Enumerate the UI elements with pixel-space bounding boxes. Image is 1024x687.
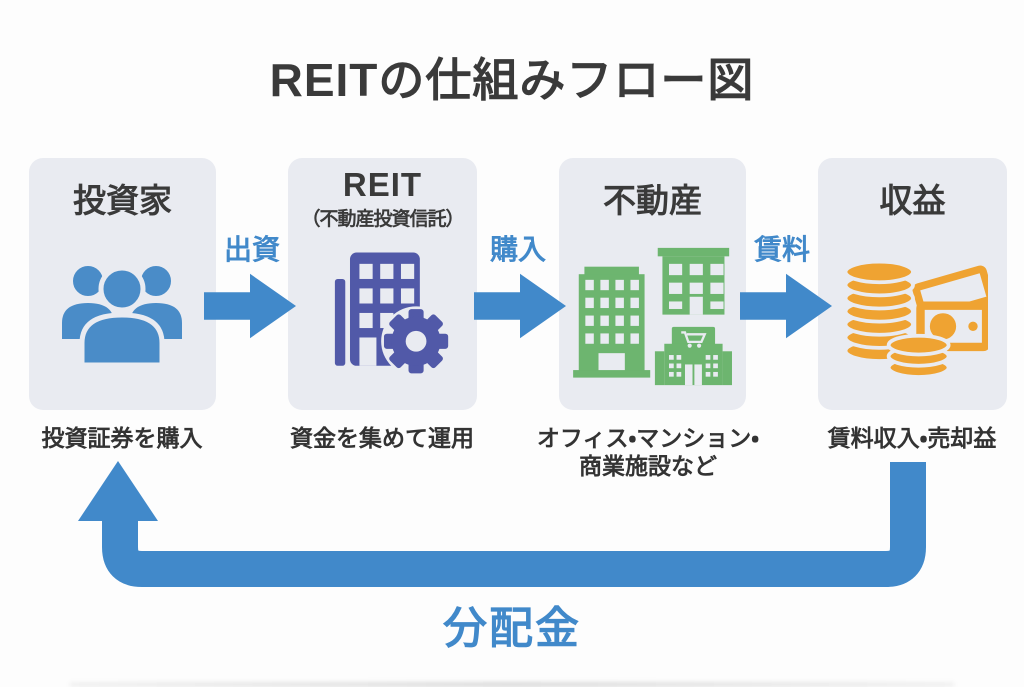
- building-gear-icon: [334, 252, 451, 374]
- box-realestate-title: 不動産: [603, 182, 702, 219]
- box-investors-title: 投資家: [73, 182, 172, 219]
- caption-reit: 資金を集めて運用: [290, 425, 474, 451]
- return-label-bunpaikin: 分配金: [443, 604, 581, 653]
- box-realestate: 不動産: [559, 158, 746, 410]
- box-revenue-title: 収益: [879, 182, 946, 219]
- coins-banknote-icon: [843, 259, 988, 377]
- caption-realestate: オフィス・マンション・ 商業施設など: [528, 424, 768, 480]
- cart-glyph: [681, 331, 707, 344]
- people-icon: [58, 262, 186, 367]
- caption-realestate-line1: オフィス・マンション・: [536, 425, 760, 451]
- box-investors: 投資家: [29, 158, 216, 410]
- caption-revenue: 賃料収入・売却益: [827, 425, 997, 451]
- flow-label-shusshi: 出資: [223, 234, 280, 265]
- right-arrow-icon: [204, 273, 296, 339]
- box-revenue: 収益: [818, 158, 1007, 410]
- caption-realestate-line2: 商業施設など: [579, 453, 717, 479]
- right-arrow-icon: [474, 273, 566, 339]
- flow-label-chinryo: 賃料: [753, 234, 810, 265]
- return-arrow-icon: [78, 461, 926, 587]
- flow-label-konyu: 購入: [489, 234, 546, 265]
- bottom-edge-shadow: [70, 682, 954, 687]
- green-buildings-icon: [573, 247, 732, 386]
- caption-investors: 投資証券を購入: [41, 425, 203, 451]
- box-reit-title: REIT: [342, 166, 423, 203]
- diagram-title: REITの仕組みフロー図: [269, 54, 755, 106]
- right-arrow-icon: [740, 273, 832, 339]
- box-reit: REIT （不動産投資信託）: [288, 158, 477, 410]
- box-reit-subtitle: （不動産投資信託）: [301, 209, 464, 230]
